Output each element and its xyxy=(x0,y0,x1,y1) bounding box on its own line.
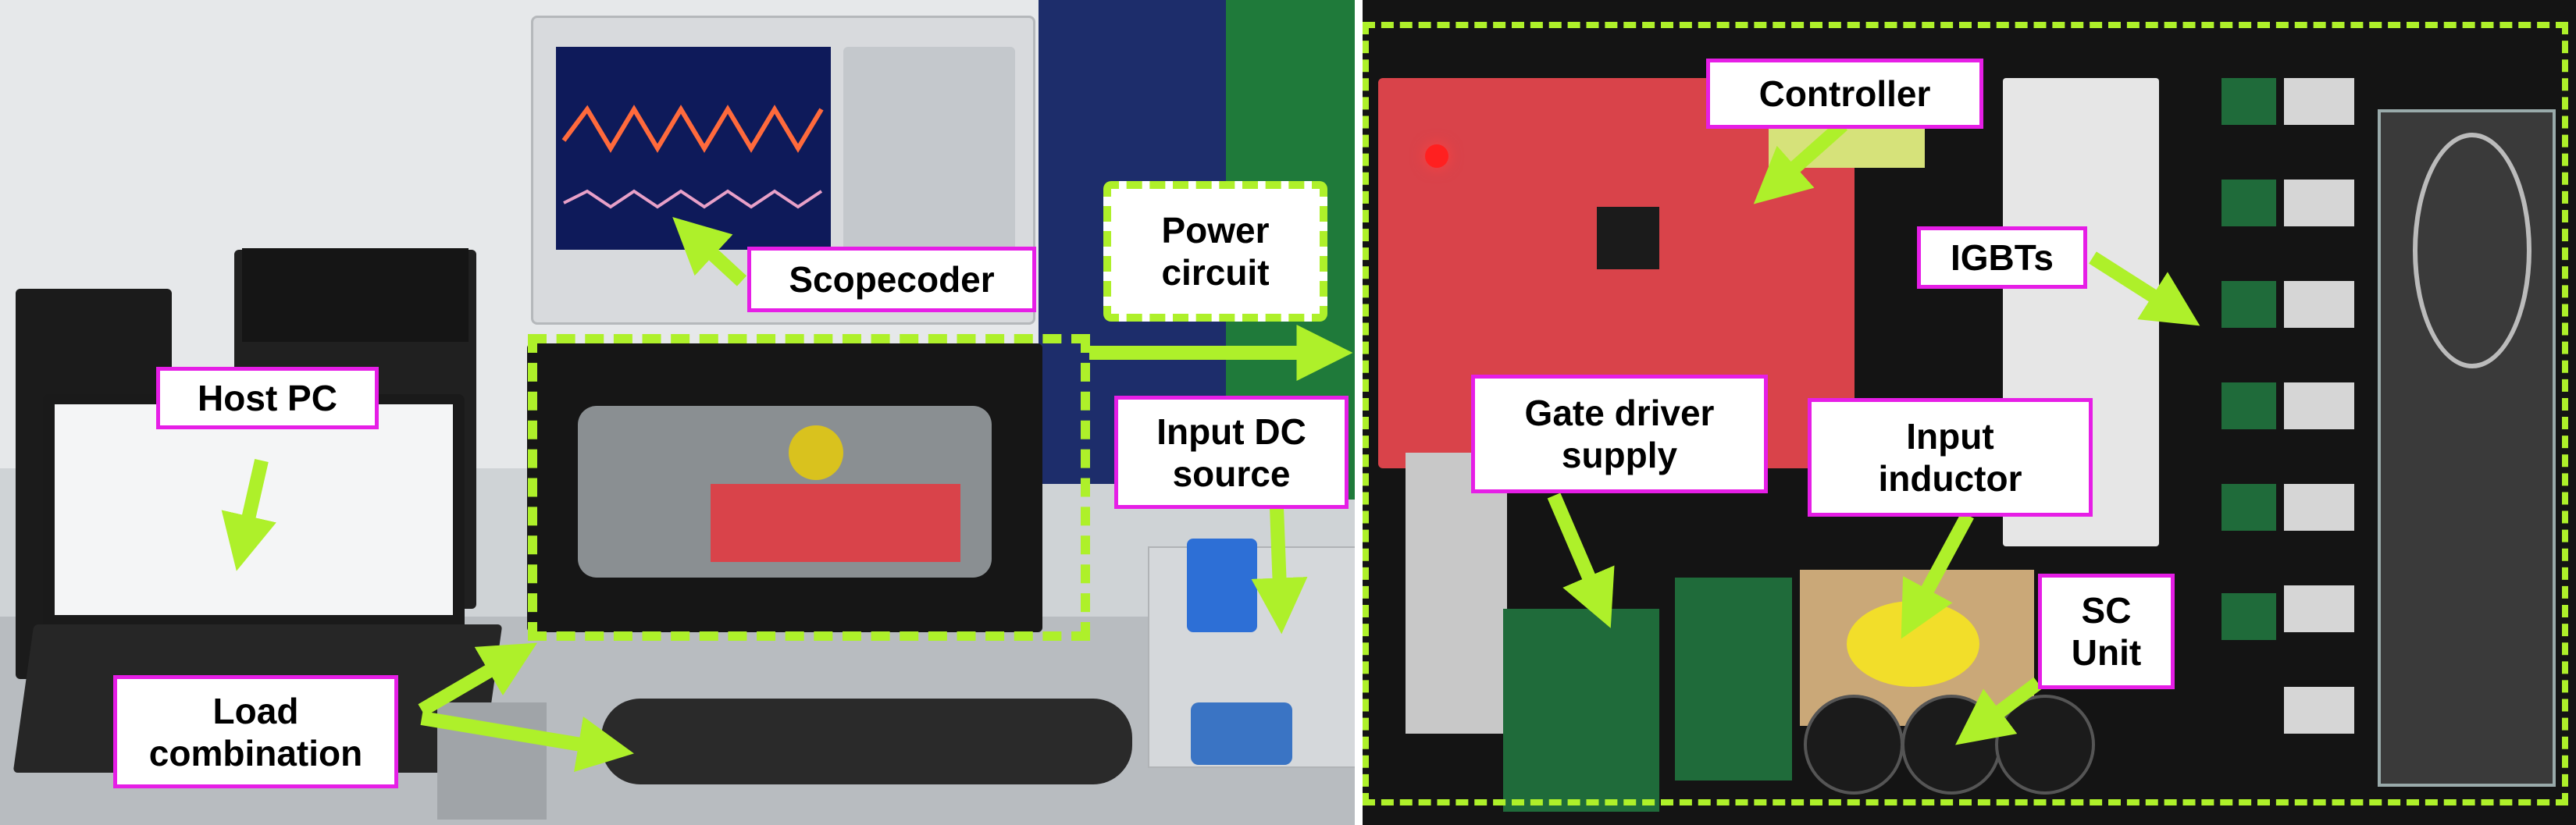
gate-driver-supply-label: Gate driver supply xyxy=(1471,375,1768,493)
scopecoder-label: Scopecoder xyxy=(747,247,1036,312)
load-combination-label: Load combination xyxy=(113,675,398,788)
inner-inductor xyxy=(789,425,843,480)
igbt-3 xyxy=(2221,281,2276,328)
ribbon-cable xyxy=(1406,453,1507,734)
power-circuit-label: Power circuit xyxy=(1103,181,1327,322)
igbts-label: IGBTs xyxy=(1917,226,2087,289)
load-resistor xyxy=(601,699,1132,784)
igbt-2 xyxy=(2221,180,2276,226)
clamp-probe xyxy=(1191,702,1292,765)
small-box xyxy=(242,248,469,342)
igbt-4 xyxy=(2221,382,2276,429)
laptop-display xyxy=(55,404,453,615)
controller-chip xyxy=(1597,207,1659,269)
host-pc-label: Host PC xyxy=(156,367,379,429)
sc-unit-label: SC Unit xyxy=(2038,574,2175,689)
controller-label: Controller xyxy=(1706,59,1983,129)
right-panel-frame xyxy=(1363,22,2568,805)
oscilloscope-waveforms xyxy=(561,105,824,209)
igbt-5 xyxy=(2221,484,2276,531)
capacitor-1 xyxy=(1804,695,1904,795)
power-circuit-highlight xyxy=(528,334,1090,641)
transformer xyxy=(437,702,547,820)
oscilloscope-screen xyxy=(556,47,831,250)
igbt-1 xyxy=(2221,78,2276,125)
input-dc-source-label: Input DC source xyxy=(1114,396,1349,509)
status-led xyxy=(1425,144,1448,168)
acrylic-hole xyxy=(2413,133,2531,368)
driver-board-2 xyxy=(1675,578,1792,781)
heatsinks xyxy=(2284,78,2354,781)
gate-driver-board xyxy=(1503,609,1659,812)
meter xyxy=(1187,539,1257,632)
igbt-6 xyxy=(2221,593,2276,640)
oscilloscope-keypad xyxy=(843,47,1015,265)
inner-pcb xyxy=(711,484,960,562)
input-inductor-label: Input inductor xyxy=(1808,398,2093,517)
